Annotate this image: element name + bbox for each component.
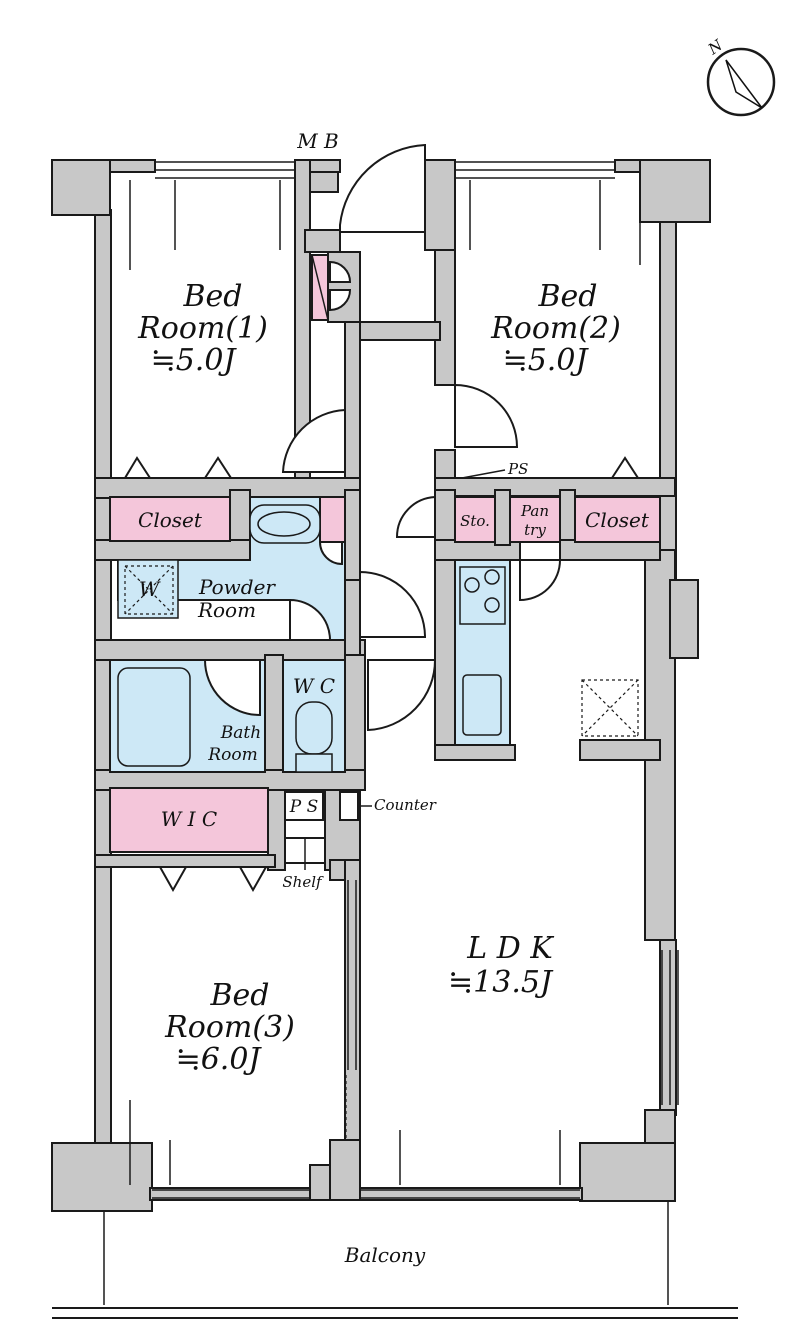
bath-door <box>203 659 261 717</box>
ps-box <box>284 791 324 821</box>
curtain-lines <box>129 180 641 1185</box>
storage <box>454 496 496 543</box>
bathroom-line1: Bath <box>220 723 261 743</box>
bedroom1-name-line2: Room(1) <box>137 311 268 346</box>
wic-label: W I C <box>161 807 217 831</box>
wic <box>109 787 269 853</box>
powder-room-line2: Room <box>197 598 256 622</box>
counter-box <box>339 791 359 821</box>
exterior-walls <box>51 159 711 1212</box>
bay-window <box>661 950 679 1105</box>
balcony <box>52 1200 738 1319</box>
bedroom2-name-line2: Room(2) <box>490 311 621 346</box>
ldk-name: L D K <box>466 931 554 966</box>
bedroom2-size: ≒5.0J <box>503 343 590 378</box>
wc-door <box>289 598 332 641</box>
balcony-label: Balcony <box>344 1243 426 1267</box>
pantry <box>509 496 561 543</box>
powder-room-line1: Powder <box>198 575 276 599</box>
powder-cabinet <box>319 496 346 543</box>
column-top-right <box>639 159 711 223</box>
closet2-label: Closet <box>585 508 650 532</box>
bedroom3-name-line1: Bed <box>209 978 269 1013</box>
bedroom2-door <box>454 383 519 448</box>
bedroom1-door <box>281 408 346 473</box>
column-top-left <box>51 159 111 216</box>
shelf-label: Shelf <box>282 873 324 891</box>
mb-label: M B <box>296 129 339 153</box>
powder-door <box>359 570 427 638</box>
closet-1 <box>109 496 231 542</box>
counter-label: Counter <box>374 796 437 814</box>
wc-label: W C <box>293 674 335 698</box>
pantry-line1: Pan <box>520 502 549 520</box>
pantry-line2: try <box>524 521 546 539</box>
fridge-space-icon <box>581 679 639 737</box>
bedroom1-size: ≒5.0J <box>151 343 238 378</box>
washer-mark-icon <box>124 565 174 615</box>
north-compass-icon <box>706 47 776 117</box>
top-windows <box>155 161 615 179</box>
column-bottom-right <box>579 1142 676 1202</box>
sliding-door <box>345 880 357 1140</box>
bedroom3-size: ≒6.0J <box>176 1042 263 1077</box>
closet-2 <box>574 496 661 543</box>
ps-center-label: P S <box>289 797 319 817</box>
bedroom1-name-line1: Bed <box>182 279 242 314</box>
front-door <box>339 143 426 233</box>
doors <box>203 143 562 732</box>
ldk-door <box>367 659 437 732</box>
column-bottom-left <box>51 1142 153 1212</box>
bottom-windows <box>152 1189 580 1199</box>
washer-label: W <box>139 577 161 601</box>
bedroom3-name-line2: Room(3) <box>164 1010 295 1045</box>
bedroom2-name-line1: Bed <box>537 279 597 314</box>
ps-top-label: PS <box>507 460 528 478</box>
ldk-size: ≒13.5J <box>448 965 554 1000</box>
storage-label: Sto. <box>460 512 490 530</box>
closet1-label: Closet <box>138 508 203 532</box>
closet-door-markers <box>123 456 640 893</box>
room-fills <box>109 496 661 853</box>
bathroom-line2: Room <box>207 745 257 765</box>
